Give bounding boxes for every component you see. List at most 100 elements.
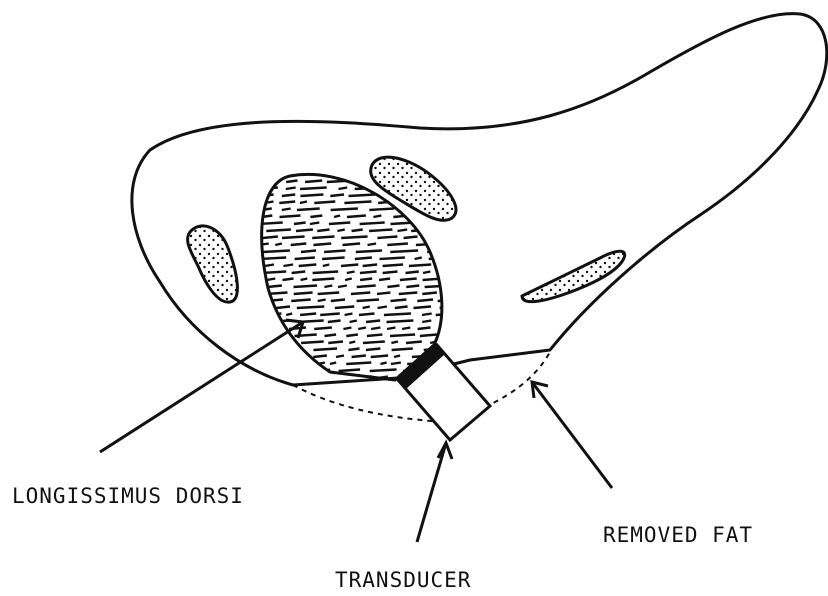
hatch-stroke bbox=[409, 265, 431, 267]
hatch-stroke bbox=[357, 300, 380, 302]
hatch-stroke bbox=[415, 258, 422, 260]
hatch-stroke bbox=[331, 300, 345, 302]
hatch-stroke bbox=[312, 237, 334, 239]
hatch-stroke bbox=[422, 293, 437, 295]
hatch-stroke bbox=[301, 279, 308, 281]
hatch-stroke bbox=[360, 272, 377, 274]
hatch-stroke bbox=[390, 251, 418, 253]
hatch-stroke bbox=[379, 279, 390, 281]
hatch-stroke bbox=[356, 251, 382, 253]
hatch-stroke bbox=[360, 279, 372, 281]
hatch-stroke bbox=[322, 258, 345, 260]
hatch-stroke bbox=[341, 265, 358, 267]
hatch-stroke bbox=[378, 307, 387, 309]
hatch-stroke bbox=[328, 321, 341, 323]
hatch-stroke bbox=[266, 230, 291, 232]
hatch-stroke bbox=[351, 293, 370, 295]
hatch-stroke bbox=[404, 237, 418, 239]
hatch-stroke bbox=[300, 314, 316, 316]
hatch-stroke bbox=[387, 321, 414, 323]
hatch-stroke bbox=[261, 328, 270, 330]
hatch-stroke bbox=[367, 335, 383, 337]
hatch-stroke bbox=[395, 307, 408, 309]
hatch-stroke bbox=[420, 223, 427, 225]
label-longissimus-dorsi: LONGISSIMUS DORSI bbox=[12, 484, 244, 508]
hatch-stroke bbox=[275, 244, 282, 246]
hatch-stroke bbox=[291, 363, 306, 365]
label-transducer: TRANSDUCER bbox=[335, 568, 471, 592]
hatch-stroke bbox=[324, 286, 332, 288]
hatch-stroke bbox=[391, 300, 407, 302]
hatch-stroke bbox=[279, 202, 295, 204]
hatch-stroke bbox=[286, 181, 297, 183]
hatch-stroke bbox=[263, 251, 290, 253]
hatch-stroke bbox=[260, 188, 278, 190]
hatch-stroke bbox=[329, 223, 350, 225]
hatch-stroke bbox=[282, 237, 305, 239]
hatch-stroke bbox=[350, 321, 357, 323]
hatch-stroke bbox=[280, 216, 301, 218]
hatch-stroke bbox=[394, 356, 400, 358]
hatch-stroke bbox=[337, 230, 344, 232]
hatch-stroke bbox=[314, 202, 335, 204]
hatch-stroke bbox=[307, 370, 315, 372]
hatch-stroke bbox=[392, 349, 413, 351]
hatch-stroke bbox=[347, 272, 355, 274]
hatch-stroke bbox=[339, 370, 361, 372]
hatch-stroke bbox=[416, 244, 442, 246]
hatch-stroke bbox=[441, 321, 463, 323]
small-muscle-top bbox=[371, 157, 456, 220]
hatch-stroke bbox=[318, 300, 326, 302]
hatch-stroke bbox=[377, 293, 390, 295]
hatch-stroke bbox=[301, 342, 324, 344]
hatch-stroke bbox=[300, 188, 327, 190]
hatch-stroke bbox=[335, 307, 355, 309]
hatch-stroke bbox=[366, 321, 380, 323]
hatch-stroke bbox=[312, 377, 335, 379]
hatch-stroke bbox=[320, 314, 340, 316]
hatch-stroke bbox=[334, 216, 340, 218]
hatch-stroke bbox=[414, 307, 432, 309]
hatch-stroke bbox=[324, 251, 345, 253]
hatch-stroke bbox=[391, 342, 398, 344]
hatch-stroke bbox=[292, 272, 306, 274]
hatch-stroke bbox=[262, 272, 286, 274]
hatch-stroke bbox=[276, 307, 290, 309]
hatch-stroke bbox=[317, 230, 329, 232]
hatch-stroke bbox=[425, 286, 451, 288]
hatch-stroke bbox=[288, 370, 300, 372]
hatch-stroke bbox=[328, 342, 343, 344]
arrow-longissimus-dorsi bbox=[100, 320, 303, 452]
hatch-stroke bbox=[368, 244, 377, 246]
hatch-stroke bbox=[300, 202, 307, 204]
hatch-stroke bbox=[331, 209, 358, 211]
hatch-stroke bbox=[267, 279, 275, 281]
hatch-stroke bbox=[260, 363, 282, 365]
hatch-stroke bbox=[312, 279, 334, 281]
hatch-stroke bbox=[294, 223, 306, 225]
hatch-stroke bbox=[352, 356, 366, 358]
hatch-stroke bbox=[402, 328, 410, 330]
hatch-stroke bbox=[291, 300, 311, 302]
hatch-stroke bbox=[348, 349, 359, 351]
hatch-stroke bbox=[417, 300, 433, 302]
hatch-stroke bbox=[381, 363, 387, 365]
hatch-stroke bbox=[444, 335, 455, 337]
hatch-stroke bbox=[265, 300, 283, 302]
hatch-stroke bbox=[420, 335, 437, 337]
hatch-stroke bbox=[262, 216, 273, 218]
hatch-stroke bbox=[398, 230, 408, 232]
hatch-stroke bbox=[285, 342, 293, 344]
hatch-stroke bbox=[261, 307, 272, 309]
hatch-stroke bbox=[295, 258, 315, 260]
hatch-stroke bbox=[314, 328, 332, 330]
hatch-stroke bbox=[301, 251, 316, 253]
hatch-stroke bbox=[296, 230, 313, 232]
hatch-stroke bbox=[345, 314, 353, 316]
small-muscle-right bbox=[522, 251, 625, 301]
label-removed-fat: REMOVED FAT bbox=[603, 523, 753, 547]
hatch-stroke bbox=[384, 314, 411, 316]
hatch-stroke bbox=[265, 265, 274, 267]
hatch-stroke bbox=[291, 244, 307, 246]
hatch-stroke bbox=[336, 356, 344, 358]
